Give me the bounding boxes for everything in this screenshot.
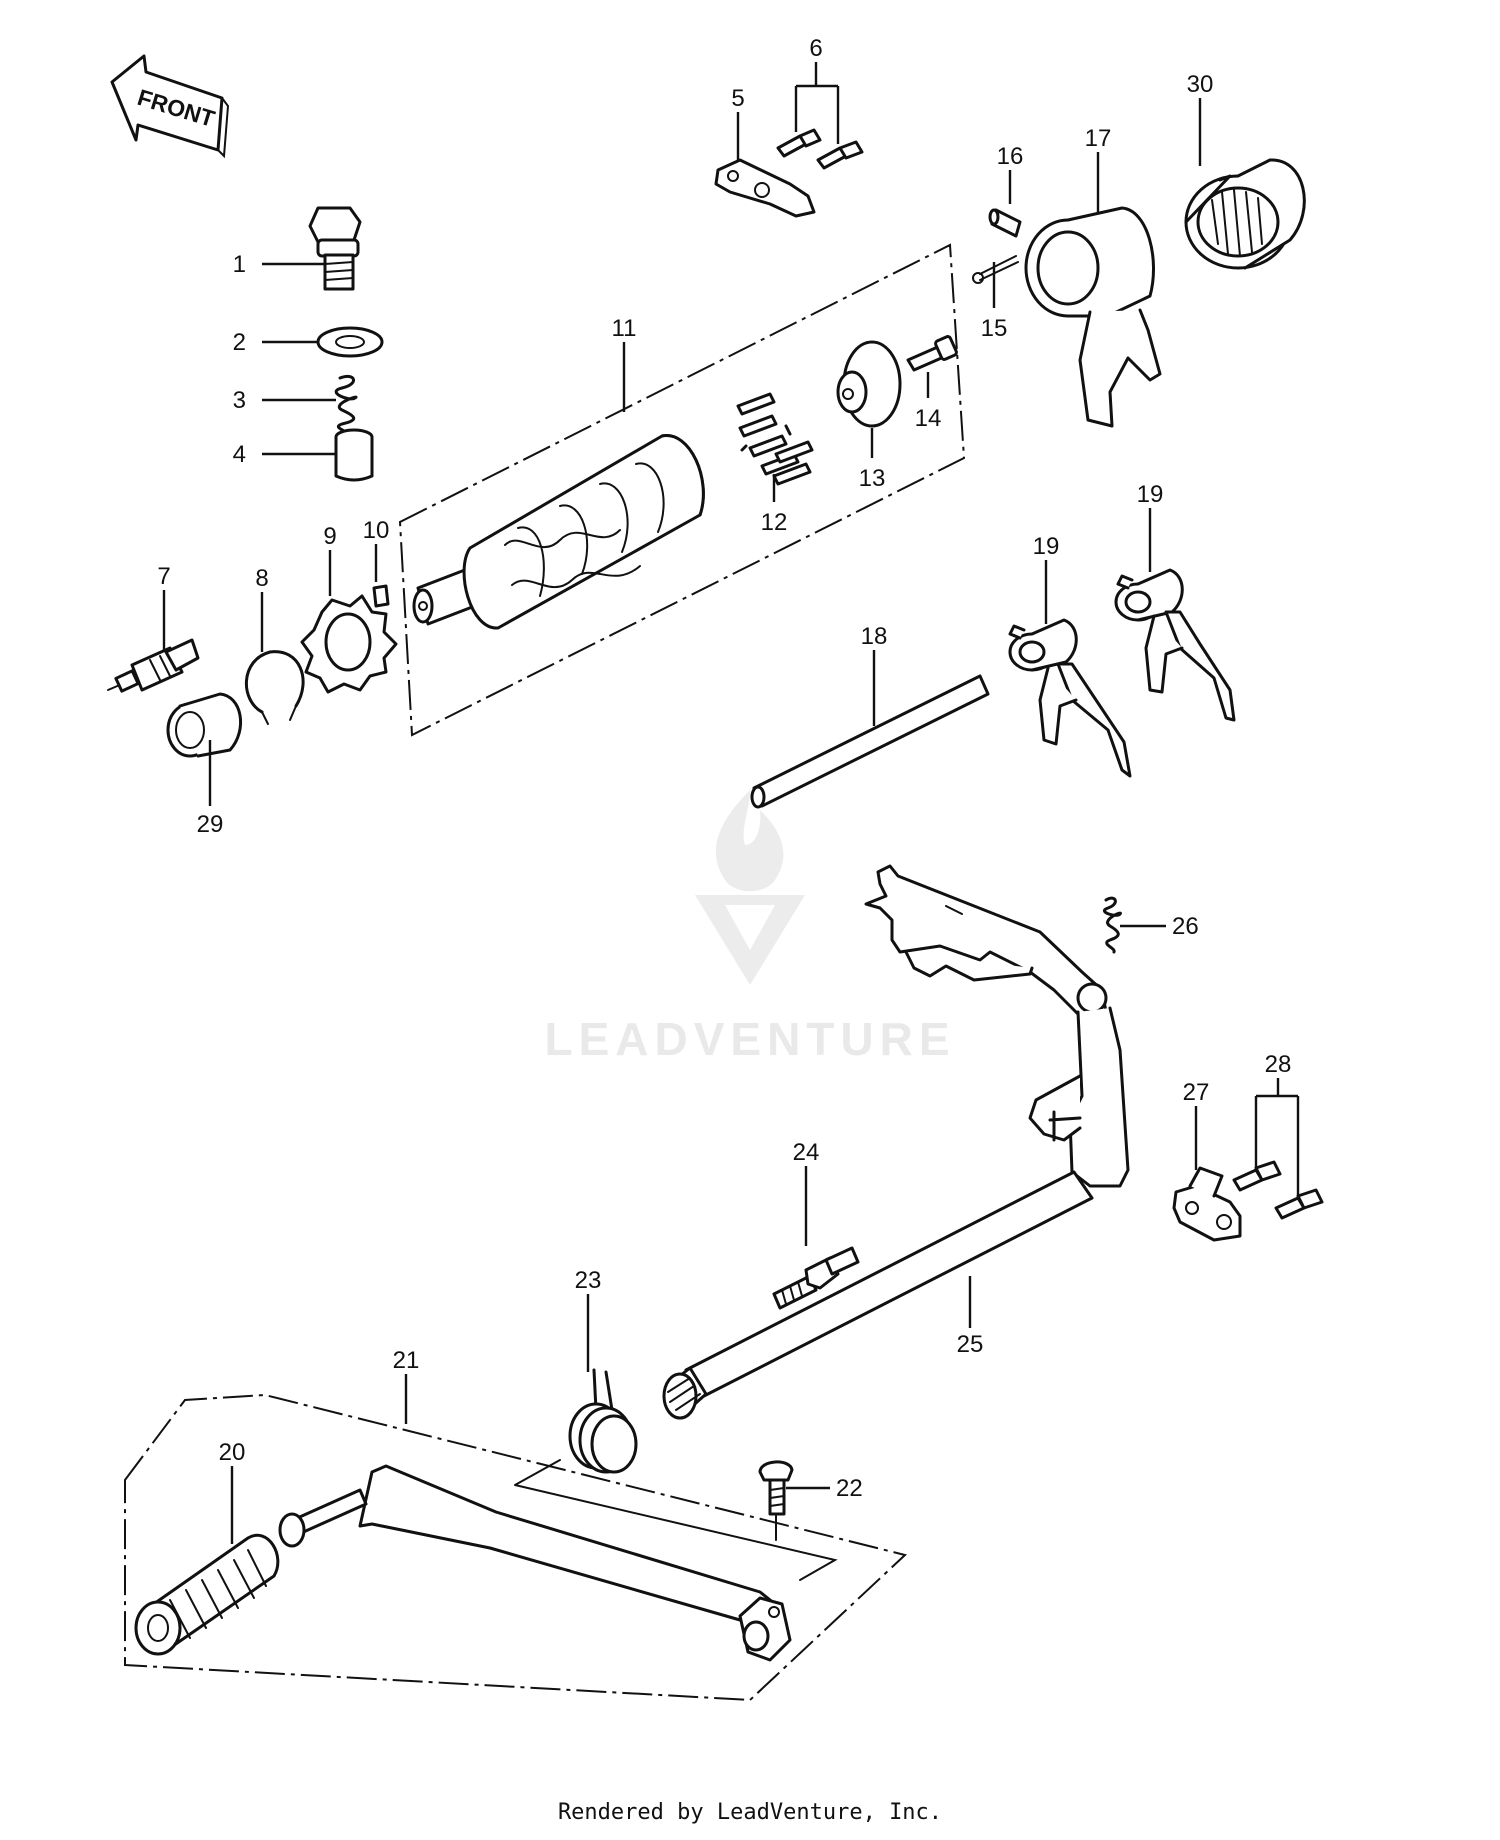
callout-13: 13 (859, 465, 886, 492)
callout-29: 29 (197, 811, 224, 838)
spring (334, 374, 358, 438)
leader-lines (162, 62, 1300, 1544)
shift-fork-left (1008, 618, 1132, 778)
callout-19-right: 19 (1137, 481, 1164, 508)
cotter-pin (972, 255, 1019, 284)
plug-bolt (308, 206, 362, 291)
callout-16: 16 (997, 143, 1024, 170)
plate-screws (776, 128, 864, 170)
needle-bearing (1184, 158, 1306, 270)
callout-18: 18 (861, 623, 888, 650)
watermark-v-icon (695, 895, 805, 985)
callout-2: 2 (233, 329, 246, 356)
shift-fork-right (1114, 568, 1236, 722)
shift-pedal-lever (282, 1464, 792, 1662)
drum-plate-screw (906, 335, 958, 372)
front-arrow-icon: FRONT (110, 54, 230, 159)
shift-rod (750, 674, 990, 809)
callout-11: 11 (612, 315, 637, 342)
callout-17: 17 (1085, 125, 1112, 152)
pedal-bolt (758, 1460, 794, 1541)
bracket-plate (1172, 1166, 1242, 1242)
pedal-group-inner-line (514, 1459, 838, 1581)
drum-group-outline (398, 243, 966, 737)
callout-12: 12 (761, 509, 788, 536)
callout-25: 25 (957, 1331, 984, 1358)
callout-21: 21 (393, 1347, 420, 1374)
watermark: LEADVENTURE (544, 790, 955, 1065)
callout-30: 30 (1187, 71, 1214, 98)
callout-10: 10 (363, 517, 390, 544)
shift-drum (412, 434, 705, 630)
bracket-screws (1232, 1160, 1324, 1220)
star-cam (300, 594, 398, 694)
callout-6: 6 (809, 35, 822, 62)
callout-19-left: 19 (1033, 533, 1060, 560)
drum-plate (836, 340, 902, 428)
pedal-rubber (134, 1512, 306, 1656)
callout-26: 26 (1172, 913, 1199, 940)
callout-5: 5 (731, 85, 744, 112)
callout-14: 14 (915, 405, 942, 432)
return-spring (1103, 896, 1122, 954)
callout-9: 9 (323, 523, 336, 550)
callout-7: 7 (157, 563, 170, 590)
circlip (245, 650, 305, 725)
callout-8: 8 (255, 565, 268, 592)
callout-15: 15 (981, 315, 1008, 342)
footer-credit: Rendered by LeadVenture, Inc. (557, 1800, 943, 1825)
callout-28: 28 (1265, 1051, 1292, 1078)
pin-sleeve (334, 428, 374, 482)
shift-shaft-assembly (662, 864, 1130, 1420)
guide-pin (988, 208, 1022, 238)
positioning-plate (714, 158, 816, 218)
washer (316, 326, 384, 358)
callout-20: 20 (219, 1439, 246, 1466)
pedal-group-outline (124, 1393, 908, 1702)
watermark-flame-icon (715, 790, 784, 892)
watermark-text: LEADVENTURE (544, 1013, 955, 1065)
callout-27: 27 (1183, 1079, 1210, 1106)
callout-23: 23 (575, 1267, 602, 1294)
callout-24: 24 (793, 1139, 820, 1166)
torsion-spring (568, 1368, 638, 1474)
stud-bolt (772, 1246, 860, 1310)
callout-4: 4 (233, 441, 246, 468)
drum-pins (736, 392, 814, 486)
callout-1: 1 (233, 251, 246, 278)
callout-labels: 1 2 3 4 5 6 7 8 9 10 11 12 13 14 15 16 1… (157, 35, 1291, 1502)
callout-3: 3 (233, 387, 246, 414)
neutral-switch (107, 638, 200, 693)
shift-fork-large (1024, 206, 1162, 428)
callout-22: 22 (836, 1475, 863, 1502)
cam-pin (372, 584, 390, 608)
small-bearing (166, 692, 243, 758)
